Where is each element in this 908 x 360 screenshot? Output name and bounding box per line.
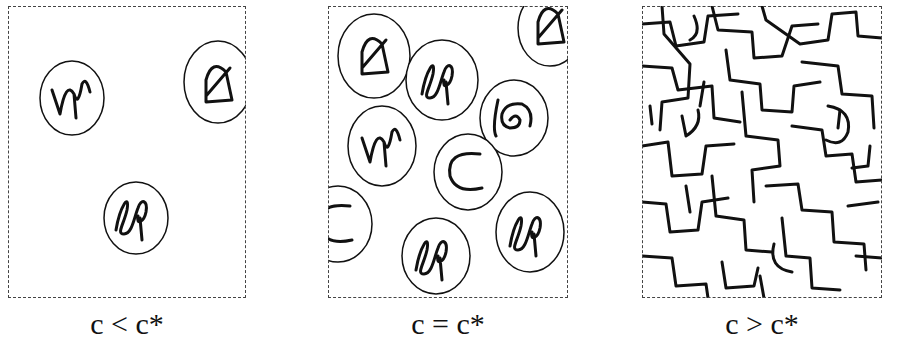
overlap-illustration [328,6,568,298]
dilute-illustration [8,6,246,298]
semidilute-illustration [642,6,882,298]
solution-frame: c < c* [8,6,246,298]
concentration-label: c < c* [9,307,245,340]
solution-frame: c > c* [642,6,882,298]
concentration-label: c = c* [329,307,567,340]
concentration-label: c > c* [643,307,881,340]
solution-frame: c = c* [328,6,568,298]
